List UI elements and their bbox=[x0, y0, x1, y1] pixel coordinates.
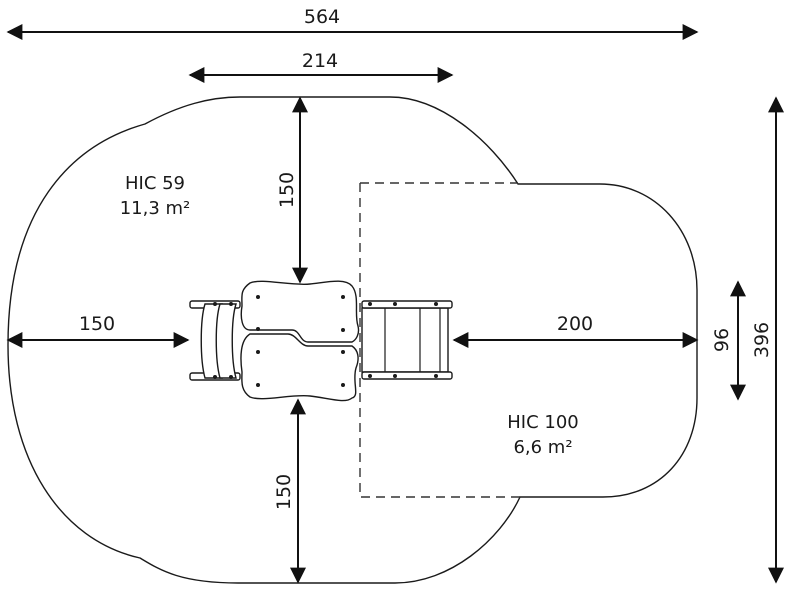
hic59-label: HIC 59 bbox=[125, 173, 185, 194]
slide-rail-top bbox=[361, 300, 453, 309]
left-step-2 bbox=[215, 303, 237, 379]
label-platform-width: 214 bbox=[302, 50, 338, 72]
safety-zone-outline bbox=[7, 96, 698, 584]
label-clearance-left: 150 bbox=[79, 313, 115, 335]
slide-rail-bottom bbox=[361, 371, 453, 380]
label-clearance-bottom: 150 bbox=[273, 474, 295, 510]
label-overall-width: 564 bbox=[304, 6, 340, 28]
slide-bed bbox=[361, 307, 449, 373]
platform-lower bbox=[240, 333, 359, 402]
hic100-area: 6,6 m² bbox=[513, 437, 572, 458]
hic59-area: 11,3 m² bbox=[120, 198, 191, 219]
platform-upper bbox=[240, 280, 360, 343]
hic100-zone-boundary bbox=[359, 182, 520, 498]
label-overall-depth: 396 bbox=[751, 322, 773, 358]
hic100-label: HIC 100 bbox=[507, 412, 579, 433]
label-equipment-depth: 96 bbox=[711, 328, 733, 352]
label-clearance-top: 150 bbox=[276, 172, 298, 208]
label-clearance-right: 200 bbox=[557, 313, 593, 335]
equipment bbox=[189, 280, 453, 402]
